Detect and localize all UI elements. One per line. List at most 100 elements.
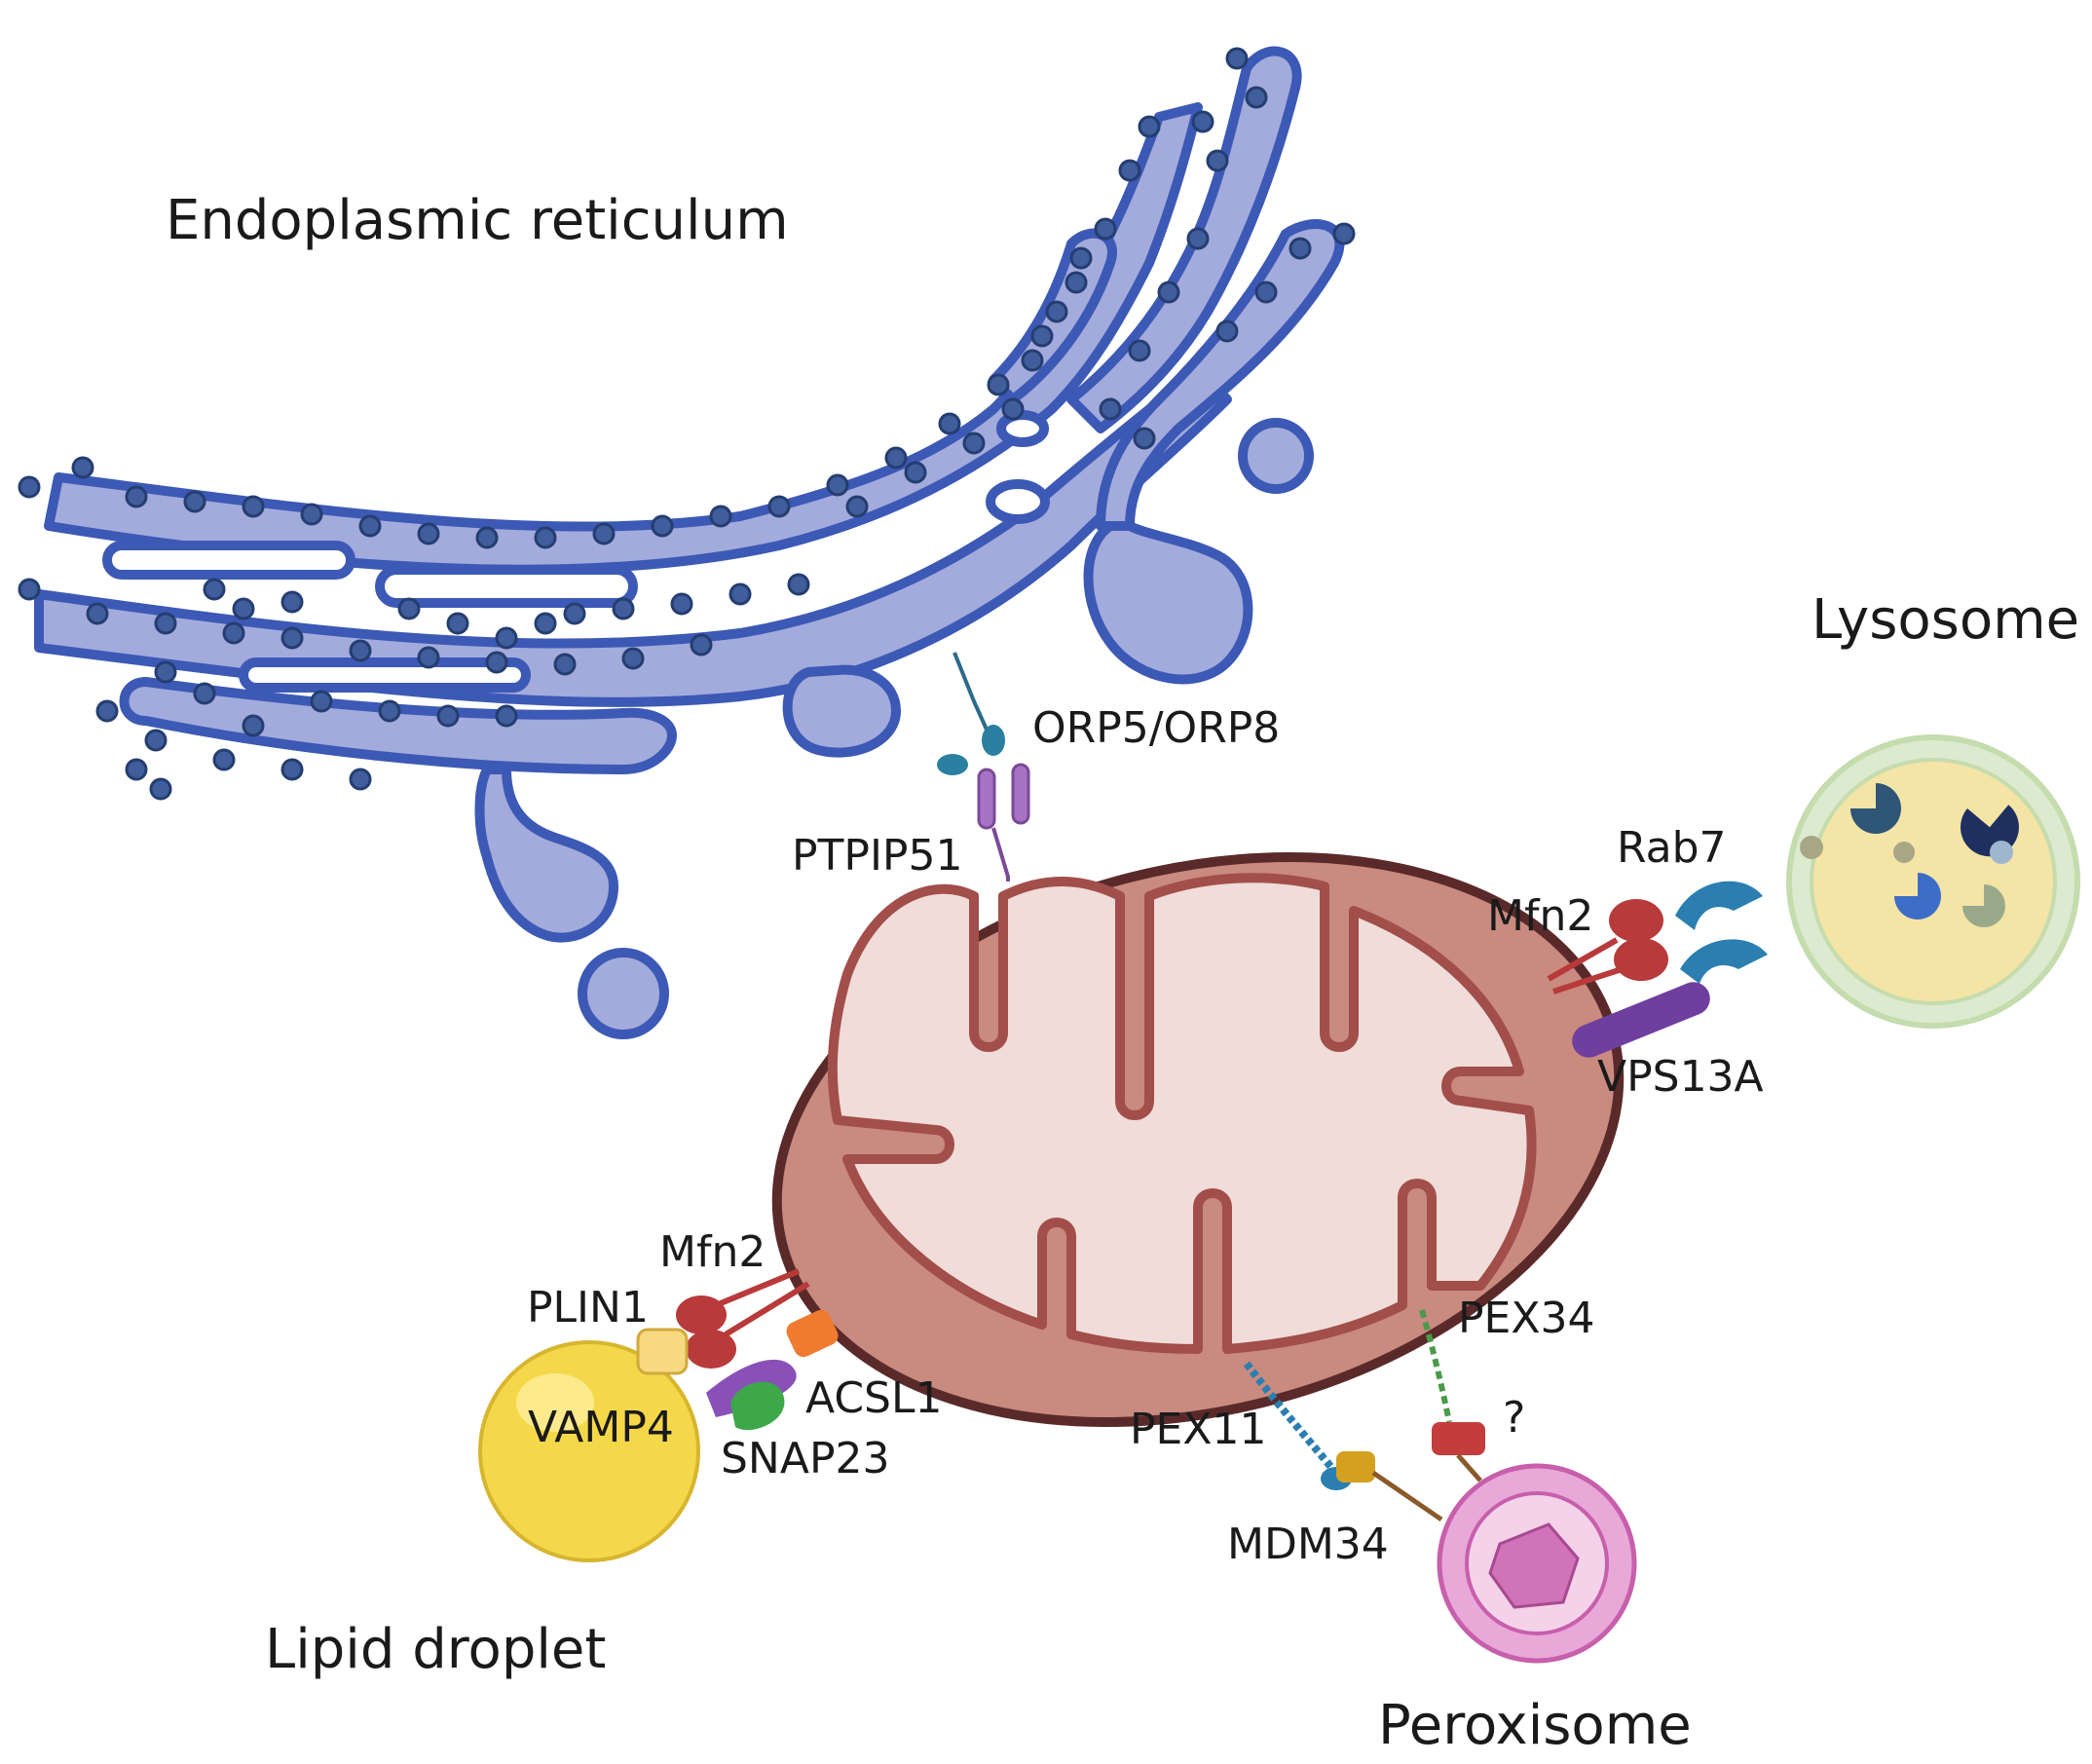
label-peroxisome: Peroxisome: [1378, 1694, 1692, 1757]
lysosome-enzyme-1: [1850, 783, 1901, 834]
ribosome-55: [1186, 227, 1210, 250]
mfn2-ld-stalk-1: [714, 1268, 801, 1308]
er-hole-1: [102, 541, 355, 580]
ribosome-10: [534, 526, 557, 549]
snap23: [730, 1381, 785, 1431]
mitochondrion: [771, 852, 1625, 1427]
ribosome-76: [310, 690, 333, 713]
mdm34-link: [1371, 1470, 1443, 1522]
ribosome-69: [787, 573, 810, 596]
ribosome-42: [125, 758, 148, 781]
ribosome-72: [612, 597, 635, 620]
ribosome-48: [280, 590, 304, 614]
mfn2-ld-stalk-2: [724, 1281, 810, 1337]
mito-inner-membrane: [827, 873, 1537, 1354]
ribosome-54: [1206, 149, 1229, 172]
label-rab7: Rab7: [1617, 823, 1727, 873]
ribosome-64: [1021, 349, 1044, 372]
ribosome-35: [154, 660, 177, 684]
ribosome-71: [670, 592, 693, 616]
ribosome-27: [222, 621, 245, 645]
ribosome-46: [495, 626, 518, 650]
peroxisome-core: [1488, 1522, 1580, 1609]
orp-linker: [953, 652, 993, 741]
peroxisome: [1437, 1463, 1637, 1664]
ribosome-30: [417, 646, 440, 669]
label-mfn2-ld: Mfn2: [659, 1227, 766, 1277]
ribosome-29: [349, 639, 372, 662]
ribosome-37: [95, 699, 119, 723]
lysosome-particle-2: [1893, 842, 1915, 863]
ribosome-78: [436, 704, 460, 728]
er-bulb-right: [1083, 521, 1253, 685]
label-mdm34: MDM34: [1227, 1520, 1389, 1569]
ribosome-20: [1065, 271, 1088, 294]
label-unknown: ?: [1503, 1393, 1525, 1443]
orp-domain-2: [937, 754, 968, 775]
ribosome-15: [826, 473, 849, 497]
ribosome-67: [904, 461, 927, 484]
ribosome-28: [280, 626, 304, 650]
ptpip51-anchor: [991, 827, 1010, 882]
ribosome-61: [1332, 222, 1356, 245]
ribosome-8: [417, 522, 440, 545]
er-bulb-mid: [782, 664, 901, 758]
ribosome-18: [987, 373, 1010, 396]
lipid-droplet: [478, 1340, 700, 1562]
ribosome-57: [1128, 339, 1151, 362]
pex34-chain: [1419, 1309, 1452, 1423]
ribosome-77: [378, 699, 401, 723]
ribosome-25: [86, 602, 109, 625]
ribosome-24: [18, 578, 41, 601]
orp-ptpip51-tether: [937, 652, 1030, 882]
label-endoplasmic-reticulum: Endoplasmic reticulum: [166, 189, 789, 252]
ribosome-7: [358, 514, 382, 538]
rab7-1: [1675, 881, 1763, 930]
label-orp5-orp8: ORP5/ORP8: [1032, 703, 1280, 753]
label-lipid-droplet: Lipid droplet: [265, 1618, 606, 1681]
er-hole-2: [375, 565, 638, 608]
ribosome-60: [1289, 237, 1312, 260]
ptpip51-helix-2: [1011, 763, 1030, 825]
label-vps13a: VPS13A: [1597, 1052, 1764, 1102]
ribosome-33: [621, 647, 645, 670]
mfn2-ld-head-1: [676, 1295, 727, 1334]
ribosome-65: [1001, 397, 1025, 421]
ribosome-56: [1157, 281, 1180, 304]
label-snap23: SNAP23: [721, 1434, 889, 1483]
ribosome-62: [1069, 246, 1093, 270]
ribosome-11: [592, 522, 616, 545]
ribosome-80: [242, 714, 265, 737]
ribosome-4: [183, 490, 206, 513]
vps13a: [1572, 982, 1710, 1058]
ribosome-3: [125, 485, 148, 508]
ribosome-36: [193, 682, 216, 705]
ribosome-44: [397, 597, 421, 620]
endoplasmic-reticulum: [18, 46, 1356, 1039]
label-pex11: PEX11: [1130, 1405, 1266, 1454]
er-sheet-lower: [34, 365, 1232, 707]
lysosome-enzyme-4: [1962, 884, 2005, 927]
ribosome-31: [485, 651, 508, 674]
mfn2-lyso-stalk-1: [1547, 937, 1619, 982]
lipid-droplet-tether: [636, 1268, 839, 1431]
ribosome-39: [212, 748, 236, 771]
er-hole-4: [986, 479, 1050, 524]
ribosome-2: [71, 456, 94, 479]
peroxisome-tether: [1243, 1309, 1485, 1522]
ribosome-49: [232, 597, 255, 620]
ribosome-1: [18, 475, 41, 499]
er-hole-3: [239, 657, 531, 693]
ribosome-79: [495, 704, 518, 728]
label-pex34: PEX34: [1458, 1294, 1594, 1343]
er-tubule-upper-right: [1066, 46, 1302, 433]
ribosome-45: [446, 612, 469, 635]
mfn2-lyso-stalk-2: [1552, 966, 1623, 995]
ribosome-6: [300, 503, 323, 526]
acsl1: [786, 1309, 839, 1358]
ribosome-59: [1254, 281, 1278, 304]
ribosome-75: [1133, 427, 1156, 450]
label-plin1: PLIN1: [527, 1283, 649, 1332]
rab7-2: [1680, 939, 1768, 984]
